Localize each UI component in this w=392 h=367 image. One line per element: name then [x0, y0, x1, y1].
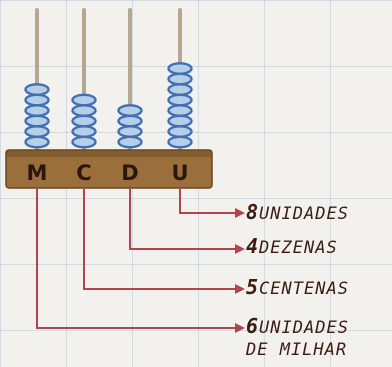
bead-d-4 [117, 104, 143, 117]
label-thousands: 6UNIDADES [246, 316, 349, 338]
bead-c-4 [71, 104, 97, 117]
bead-u-8 [167, 62, 193, 75]
bead-u-1 [167, 135, 193, 149]
arrowhead-u [235, 208, 245, 218]
label-tens: 4DEZENAS [246, 236, 338, 258]
bead-c-2 [71, 125, 97, 138]
bead-u-7 [167, 72, 193, 86]
abacus-base [5, 149, 213, 189]
leader-line-m [36, 186, 236, 329]
place-label-m: M [26, 161, 48, 185]
label-hundreds: 5CENTENAS [246, 277, 349, 299]
bead-m-1 [24, 135, 50, 149]
leader-line-d [129, 186, 236, 250]
label-tens-text: DEZENAS [259, 238, 338, 258]
place-label-d: D [121, 161, 139, 185]
bead-m-6 [24, 83, 50, 96]
arrowhead-m [235, 323, 245, 333]
bead-m-3 [24, 114, 50, 128]
label-thousands-digit: 6 [246, 314, 260, 338]
bead-c-3 [71, 114, 97, 128]
bead-u-2 [167, 125, 193, 138]
arrowhead-c [235, 284, 245, 294]
label-hundreds-digit: 5 [246, 275, 260, 299]
label-thousands-text: UNIDADES [259, 318, 349, 338]
label-thousands-line2: DE MILHAR [246, 340, 348, 360]
bead-u-4 [167, 104, 193, 117]
bead-u-5 [167, 93, 193, 107]
abacus-base-top [6, 150, 212, 157]
label-units-digit: 8 [246, 200, 260, 224]
place-label-c: C [76, 161, 92, 185]
bead-d-1 [117, 135, 143, 149]
place-label-u: U [171, 161, 189, 185]
bead-c-5 [71, 93, 97, 107]
bead-u-6 [167, 83, 193, 96]
bead-c-1 [71, 135, 97, 149]
bead-m-4 [24, 104, 50, 117]
label-hundreds-text: CENTENAS [259, 279, 349, 299]
label-units-text: UNIDADES [259, 204, 349, 224]
bead-m-2 [24, 125, 50, 138]
bead-u-3 [167, 114, 193, 128]
label-tens-digit: 4 [246, 234, 260, 258]
bead-m-5 [24, 93, 50, 107]
leader-line-u [179, 186, 236, 214]
leader-line-c [83, 186, 236, 290]
label-units: 8UNIDADES [246, 202, 349, 224]
bead-d-3 [117, 114, 143, 128]
arrowhead-d [235, 244, 245, 254]
bead-d-2 [117, 125, 143, 138]
